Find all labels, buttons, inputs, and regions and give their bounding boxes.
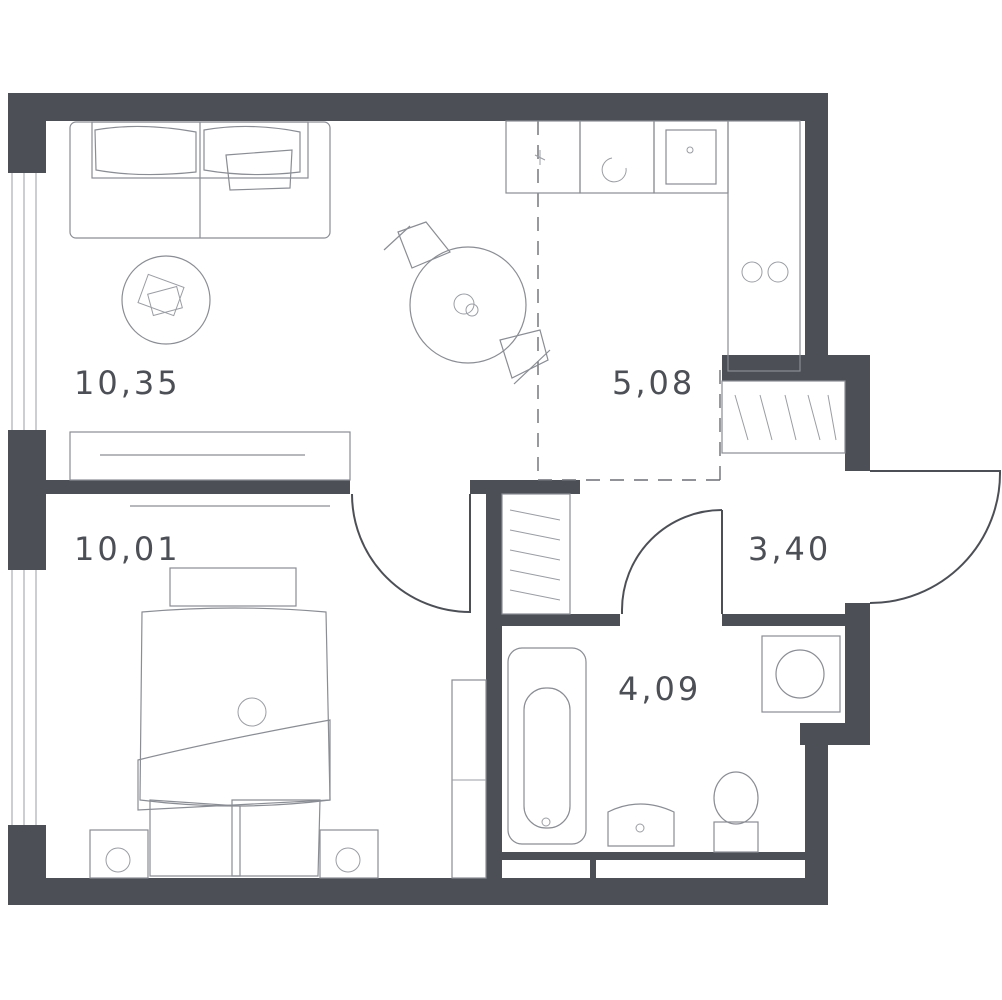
area-hall: 3,40 bbox=[748, 530, 831, 568]
wardrobe-closet bbox=[501, 493, 571, 615]
wardrobe-hall bbox=[721, 380, 846, 454]
coffee-table bbox=[121, 255, 211, 345]
toilet bbox=[713, 771, 759, 853]
shelf-bedroom bbox=[451, 679, 487, 879]
area-bedroom: 10,01 bbox=[74, 530, 181, 568]
dining-set bbox=[383, 221, 551, 385]
area-living-room: 10,35 bbox=[74, 364, 181, 402]
kitchen-counter bbox=[505, 120, 801, 372]
walls bbox=[8, 93, 870, 905]
bathtub bbox=[507, 647, 587, 845]
bed bbox=[89, 567, 379, 879]
kitchen-zone-outline bbox=[537, 121, 721, 481]
area-bathroom: 4,09 bbox=[618, 670, 701, 708]
doors bbox=[351, 470, 1002, 614]
washing-machine bbox=[761, 635, 841, 713]
area-kitchen: 5,08 bbox=[612, 364, 695, 402]
sofa bbox=[69, 121, 331, 239]
tv-unit bbox=[69, 431, 351, 507]
sink bbox=[607, 803, 675, 847]
windows bbox=[11, 173, 37, 825]
